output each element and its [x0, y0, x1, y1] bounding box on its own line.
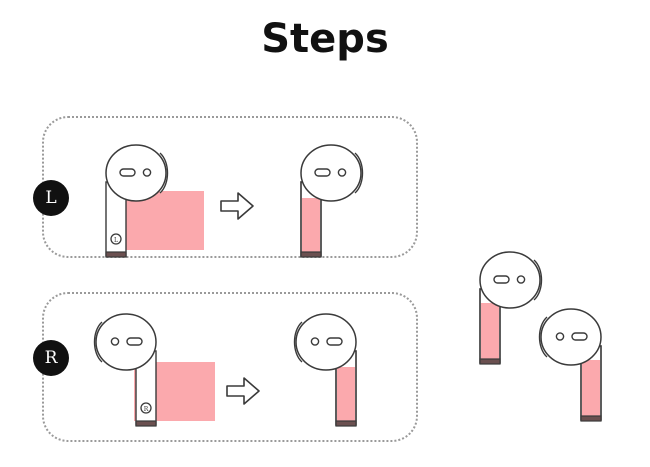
earbud-right-before: R — [88, 305, 178, 435]
speaker-slot-icon — [571, 332, 588, 341]
speaker-slot-icon — [493, 275, 510, 284]
sensor-dot-icon — [516, 275, 526, 284]
page-title: Steps — [261, 16, 389, 62]
earbud-head — [540, 308, 602, 366]
stem-indicator-label: R — [144, 406, 149, 413]
result-earbud-left — [472, 243, 562, 373]
stem-indicator-icon — [110, 233, 122, 245]
stem-indicator-label: L — [114, 237, 118, 244]
step-badge-left: L — [33, 180, 69, 216]
stem-base — [300, 251, 322, 258]
arrow-right-icon-left-step — [219, 190, 255, 222]
stem-fill-indicator — [302, 198, 320, 253]
speaker-slot-icon — [126, 337, 143, 346]
earbud-head — [479, 251, 541, 309]
step-badge-left-label: L — [45, 187, 57, 208]
stem-base — [105, 251, 127, 258]
speaker-slot-icon — [314, 168, 331, 177]
earbud-head — [105, 144, 167, 202]
earbud-left-before: L — [98, 136, 188, 266]
earbud-head — [95, 313, 157, 371]
sensor-dot-icon — [310, 337, 320, 346]
earbud-left-after — [293, 136, 383, 266]
stem-fill-indicator — [582, 360, 600, 417]
stem-base — [580, 415, 602, 422]
sensor-dot-icon — [110, 337, 120, 346]
arrow-right-icon-right-step — [225, 375, 261, 407]
sensor-dot-icon — [337, 168, 347, 177]
speaker-slot-icon — [119, 168, 136, 177]
speaker-slot-icon — [326, 337, 343, 346]
stem-indicator-icon — [140, 402, 152, 414]
step-badge-right: R — [33, 340, 69, 376]
step-badge-right-label: R — [44, 347, 58, 368]
stem-base — [135, 420, 157, 427]
earbud-head — [300, 144, 362, 202]
sensor-dot-icon — [142, 168, 152, 177]
stem-fill-indicator — [337, 367, 355, 422]
sensor-dot-icon — [555, 332, 565, 341]
stem-base — [479, 358, 501, 365]
earbud-head — [295, 313, 357, 371]
stem-base — [335, 420, 357, 427]
stem-fill-indicator — [481, 303, 499, 360]
result-earbud-right — [533, 300, 623, 430]
earbud-right-after — [288, 305, 378, 435]
